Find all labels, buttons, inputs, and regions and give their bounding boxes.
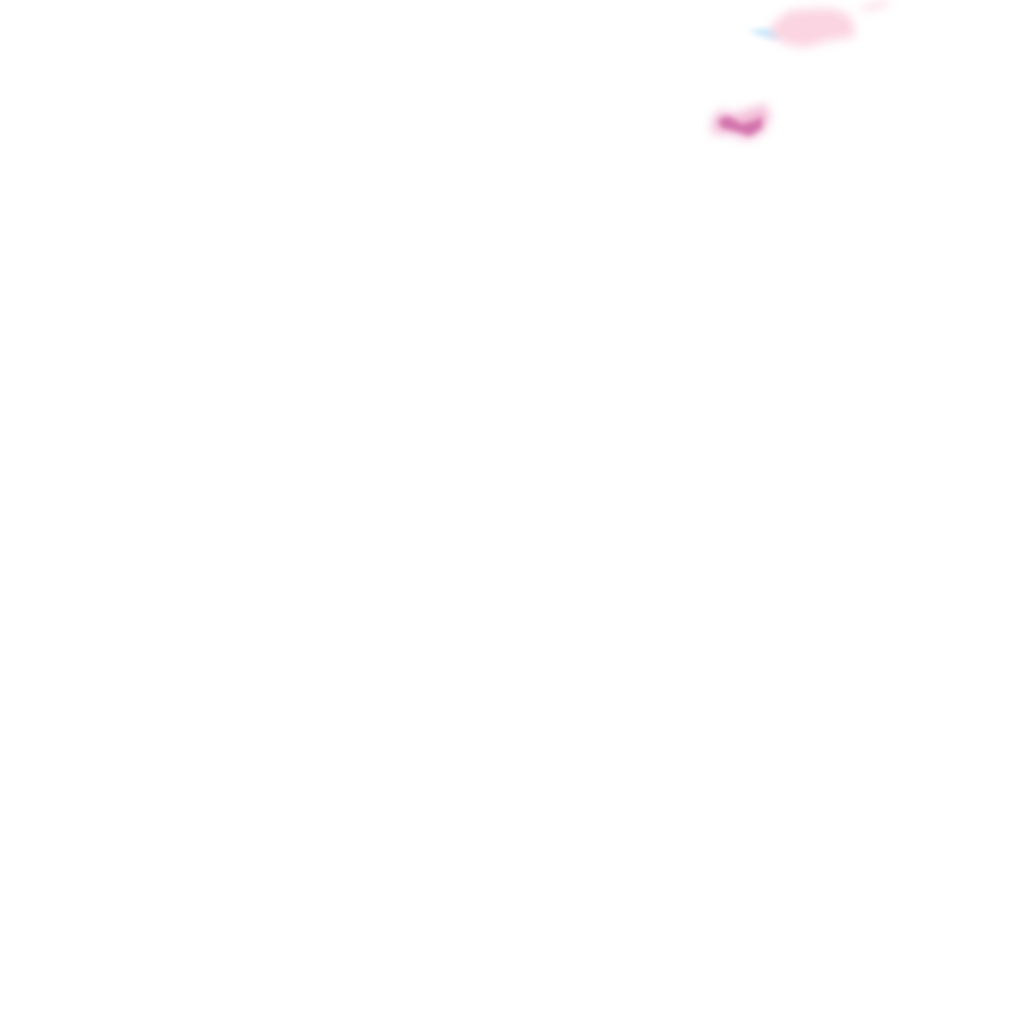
magenta-blob	[718, 116, 762, 136]
pink-cloud-blob	[772, 0, 895, 48]
